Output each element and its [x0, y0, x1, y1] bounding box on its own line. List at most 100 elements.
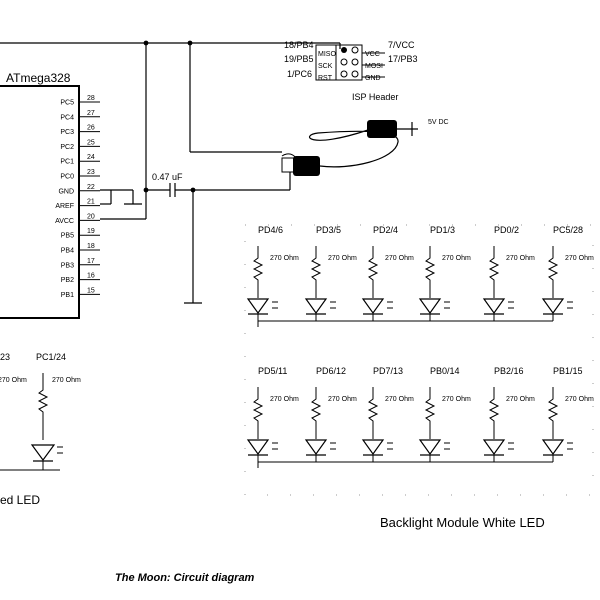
pin-number: 21 — [87, 199, 95, 206]
pin-number: 15 — [87, 287, 95, 294]
led-pin-label: PD6/12 — [316, 366, 346, 376]
resistor-label: 270 Ohm — [270, 255, 299, 262]
resistor-label: 270 Ohm — [565, 396, 594, 403]
led-symbol — [418, 298, 442, 315]
mcu-name: ATmega328 — [6, 71, 71, 85]
resistor-label: 270 Ohm — [565, 255, 594, 262]
resistor-label: 270 Ohm — [270, 396, 299, 403]
led-channel: PD6/12 270 Ohm — [304, 366, 357, 462]
resistor — [310, 387, 322, 439]
isp-pin-name: GND — [365, 75, 381, 82]
led-pin-label: PB0/14 — [430, 366, 460, 376]
led-channel: PB0/14 270 Ohm — [418, 366, 471, 462]
resistor — [252, 387, 264, 439]
led-pin-label: PD4/6 — [258, 225, 283, 235]
resistor-label: 270 Ohm — [442, 396, 471, 403]
isp-pin-name: SCK — [318, 63, 333, 70]
isp-pin-area — [335, 44, 363, 81]
plug-body — [293, 156, 320, 176]
pin-name: GND — [58, 188, 74, 195]
partial-resistor — [37, 373, 49, 440]
resistor — [252, 246, 264, 298]
led-symbol — [246, 298, 270, 315]
mcu-pin: AREF 21 — [55, 199, 100, 210]
resistor — [424, 387, 436, 439]
resistor-label: 270 Ohm — [328, 255, 357, 262]
partial-led-group: 23 PC1/24 270 Ohm 270 Ohm ed LED — [0, 352, 81, 507]
pin-number: 28 — [87, 95, 95, 102]
resistor — [424, 246, 436, 298]
pin-number: 27 — [87, 110, 95, 117]
pin-number: 17 — [87, 258, 95, 265]
pin-name: PC1 — [60, 159, 74, 166]
pin-number: 23 — [87, 169, 95, 176]
resistor-label: 270 Ohm — [328, 396, 357, 403]
led-pin-label: PD2/4 — [373, 225, 398, 235]
pin-name: PC5 — [60, 100, 74, 107]
partial-resistor-label: 270 Ohm — [52, 377, 81, 384]
isp-pin — [340, 70, 348, 78]
isp-pin — [351, 58, 359, 66]
mcu-pin: PC4 27 — [60, 110, 100, 121]
pin-name: PB2 — [61, 277, 74, 284]
led-channel: PB2/16 270 Ohm — [482, 366, 535, 462]
resistor-label: 270 Ohm — [506, 396, 535, 403]
pin-name: AREF — [55, 203, 74, 210]
resistor — [488, 246, 500, 298]
pin-number: 20 — [87, 213, 95, 220]
isp-pin — [341, 47, 347, 53]
led-pin-label: PB2/16 — [494, 366, 524, 376]
led-symbol — [246, 439, 270, 456]
pin-name: PB5 — [61, 233, 74, 240]
resistor-label: 270 Ohm — [385, 396, 414, 403]
isp-label: 17/PB3 — [388, 54, 418, 64]
mcu-pin: PC5 28 — [60, 95, 100, 107]
partial-label: PC1/24 — [36, 352, 66, 362]
capacitor-label: 0.47 uF — [152, 172, 183, 182]
resistor — [547, 387, 559, 439]
led-symbol — [304, 298, 328, 315]
pin-name: PC3 — [60, 129, 74, 136]
pin-name: PB4 — [61, 248, 74, 255]
partial-label: 23 — [0, 352, 10, 362]
resistor — [547, 246, 559, 298]
isp-pin — [351, 46, 359, 54]
isp-label: 19/PB5 — [284, 54, 314, 64]
mcu-pin: PB2 16 — [61, 273, 100, 284]
pin-number: 16 — [87, 273, 95, 280]
led-symbol — [541, 298, 565, 315]
isp-title: ISP Header — [352, 92, 398, 102]
led-channel: PD7/13 270 Ohm — [361, 366, 414, 462]
pin-name: AVCC — [55, 218, 74, 225]
led-symbol — [482, 439, 506, 456]
isp-pin-name: MISO — [318, 51, 336, 58]
isp-pin-name: VCC — [365, 51, 380, 58]
power-label: 5V DC — [428, 119, 449, 126]
isp-header: MISO SCK RST VCC MOSI GND 18/PB4 19/PB5 … — [284, 40, 418, 102]
partial-resistor-label: 270 Ohm — [0, 377, 27, 384]
pin-name: PC4 — [60, 114, 74, 121]
isp-pin — [351, 70, 359, 78]
led-pin-label: PB1/15 — [553, 366, 583, 376]
led-symbol — [361, 298, 385, 315]
led-pin-label: PD7/13 — [373, 366, 403, 376]
resistor-label: 270 Ohm — [385, 255, 414, 262]
led-channel: PD2/4 270 Ohm — [361, 225, 414, 321]
module-caption: Backlight Module White LED — [380, 515, 545, 530]
pin-name: PC2 — [60, 144, 74, 151]
led-pin-label: PD1/3 — [430, 225, 455, 235]
figure-caption: The Moon: Circuit diagram — [115, 572, 255, 584]
resistor — [488, 387, 500, 439]
resistor-label: 270 Ohm — [442, 255, 471, 262]
